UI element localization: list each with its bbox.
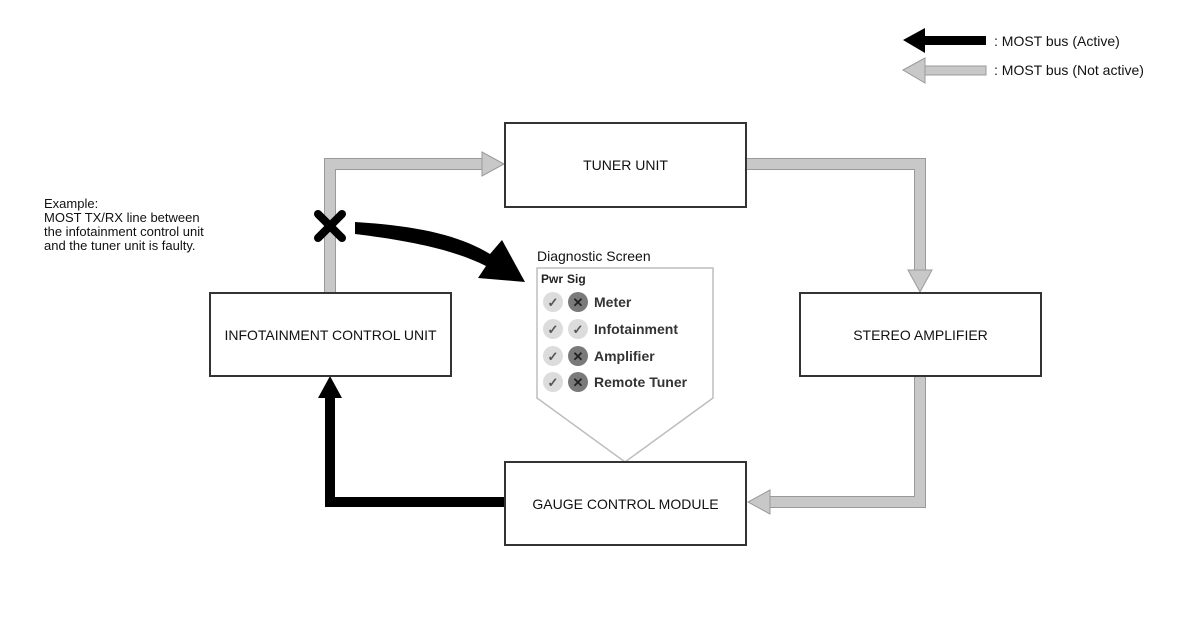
diagnostic-row-label: Amplifier bbox=[594, 348, 655, 364]
diagnostic-row-label: Meter bbox=[594, 294, 632, 310]
bus-gauge-to-infotainment bbox=[318, 376, 504, 507]
curved-pointer-arrow bbox=[355, 222, 525, 282]
infotainment-control-unit-box: INFOTAINMENT CONTROL UNIT bbox=[209, 292, 452, 377]
bus-infotainment-to-tuner bbox=[324, 151, 506, 292]
pwr-check-icon: ✓ bbox=[543, 292, 563, 312]
sig-fail-icon: ✕ bbox=[568, 346, 588, 366]
example-line: the infotainment control unit bbox=[44, 224, 204, 239]
gauge-control-module-label: GAUGE CONTROL MODULE bbox=[532, 495, 719, 512]
diagnostic-row-infotainment: ✓ ✓ Infotainment bbox=[543, 318, 678, 340]
tuner-unit-label: TUNER UNIT bbox=[583, 157, 668, 173]
pwr-check-icon: ✓ bbox=[543, 372, 563, 392]
diagnostic-screen-title: Diagnostic Screen bbox=[537, 248, 651, 264]
sig-check-icon: ✓ bbox=[568, 319, 588, 339]
bus-stereo-to-gauge bbox=[746, 376, 926, 515]
diagnostic-row-meter: ✓ ✕ Meter bbox=[543, 291, 631, 313]
sig-fail-icon: ✕ bbox=[568, 292, 588, 312]
bus-tuner-to-stereo bbox=[746, 158, 933, 294]
tuner-unit-box: TUNER UNIT bbox=[504, 122, 747, 208]
diagnostic-screen-frame bbox=[536, 267, 714, 463]
stereo-amplifier-label: STEREO AMPLIFIER bbox=[853, 326, 988, 343]
stereo-amplifier-box: STEREO AMPLIFIER bbox=[799, 292, 1042, 377]
legend-inactive-arrow bbox=[901, 57, 987, 84]
diagnostic-row-label: Infotainment bbox=[594, 321, 678, 337]
example-line: MOST TX/RX line between bbox=[44, 210, 200, 225]
sig-fail-icon: ✕ bbox=[568, 372, 588, 392]
diagnostic-row-label: Remote Tuner bbox=[594, 374, 688, 390]
pwr-check-icon: ✓ bbox=[543, 346, 563, 366]
legend-inactive-label: : MOST bus (Not active) bbox=[994, 62, 1144, 78]
example-note: Example: MOST TX/RX line between the inf… bbox=[44, 197, 204, 253]
header-sig: Sig bbox=[567, 272, 586, 286]
header-pwr: Pwr bbox=[541, 272, 564, 286]
diagnostic-row-amplifier: ✓ ✕ Amplifier bbox=[543, 345, 655, 367]
infotainment-control-unit-label: INFOTAINMENT CONTROL UNIT bbox=[224, 326, 437, 343]
legend-active-label: : MOST bus (Active) bbox=[994, 33, 1120, 49]
example-line: Example: bbox=[44, 196, 99, 211]
pwr-check-icon: ✓ bbox=[543, 319, 563, 339]
example-line: and the tuner unit is faulty. bbox=[44, 238, 196, 253]
fault-x-icon bbox=[314, 210, 346, 242]
diagnostic-row-remote-tuner: ✓ ✕ Remote Tuner bbox=[543, 371, 687, 393]
legend-active-arrow bbox=[903, 28, 986, 53]
gauge-control-module-box: GAUGE CONTROL MODULE bbox=[504, 461, 747, 546]
